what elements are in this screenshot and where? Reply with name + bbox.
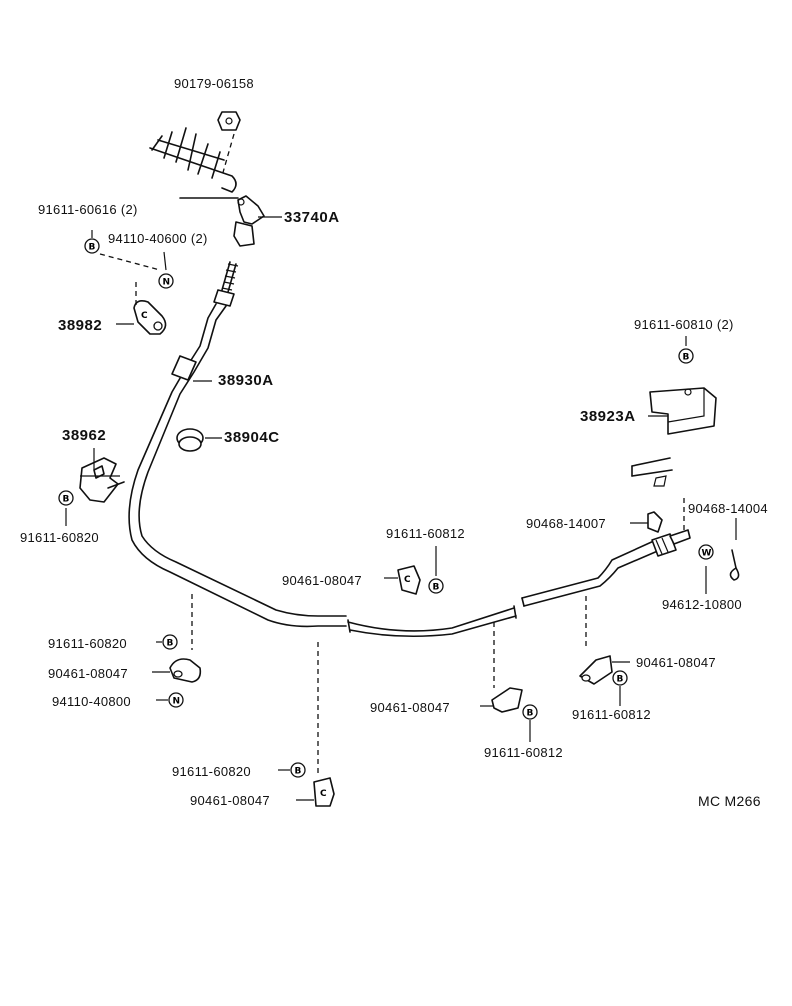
cable-thread: [213, 261, 239, 307]
label-38930A: 38930A: [218, 372, 274, 389]
svg-text:B: B: [527, 709, 534, 719]
main-cable-38930A: [128, 303, 691, 638]
grommet-38904C: [176, 428, 222, 452]
svg-text:B: B: [63, 495, 70, 505]
label-38923A: 38923A: [580, 408, 636, 425]
clamp-90461-e: C: [296, 777, 335, 807]
lever-bracket: [149, 127, 239, 199]
bracket-38923A: [648, 387, 717, 435]
nut-symbol-2: N: [168, 692, 184, 708]
clamp-90461-b: [152, 658, 202, 683]
cotter-pin-90468-14004: [683, 498, 740, 581]
svg-text:B: B: [89, 243, 96, 253]
label-94110-40600: 94110-40600 (2): [108, 231, 208, 246]
bolt-symbol-8: B: [290, 762, 306, 778]
bolt-symbol-5: B: [162, 634, 178, 650]
clamp-a-c-mark: C: [404, 575, 411, 585]
svg-text:B: B: [617, 675, 624, 685]
label-90461-08047-d: 90461-08047: [370, 700, 450, 715]
label-90461-08047-a: 90461-08047: [282, 573, 362, 588]
label-94612-10800: 94612-10800: [662, 597, 742, 612]
svg-text:B: B: [433, 583, 440, 593]
label-38904C: 38904C: [224, 429, 280, 446]
label-90461-08047-c: 90461-08047: [636, 655, 716, 670]
clamp-90461-a: C: [384, 565, 421, 595]
svg-text:W: W: [702, 549, 712, 559]
label-90461-08047-e: 90461-08047: [190, 793, 270, 808]
clamp-e-c-mark: C: [320, 789, 327, 799]
svg-text:N: N: [173, 697, 181, 707]
label-38962: 38962: [62, 427, 107, 444]
label-94110-40800: 94110-40800: [52, 694, 131, 709]
clamp-38982: C: [116, 300, 167, 335]
svg-text:B: B: [683, 353, 690, 363]
label-90468-14007: 90468-14007: [526, 516, 606, 531]
bolt-symbol-6: B: [612, 670, 628, 686]
svg-text:B: B: [295, 767, 302, 777]
label-91611-60810: 91611-60810 (2): [634, 317, 734, 332]
label-91611-60616: 91611-60616 (2): [38, 202, 138, 217]
label-91611-60812-b: 91611-60812: [572, 707, 651, 722]
label-91611-60820-b: 91611-60820: [48, 636, 127, 651]
clamp-38982-c-mark: C: [141, 311, 148, 321]
label-90461-08047-b: 90461-08047: [48, 666, 128, 681]
label-91611-60812-a: 91611-60812: [386, 526, 465, 541]
label-91611-60812-c: 91611-60812: [484, 745, 563, 760]
diagram-code: MC M266: [698, 793, 761, 809]
bolt-symbol-7: B: [522, 704, 538, 720]
label-91611-60820-c: 91611-60820: [172, 764, 251, 779]
svg-text:N: N: [163, 278, 171, 288]
label-91611-60820-a: 91611-60820: [20, 530, 99, 545]
bolt-symbol-2: B: [58, 490, 74, 506]
bolt-symbol-3: B: [678, 348, 694, 364]
label-90179-06158: 90179-06158: [174, 76, 254, 91]
label-33740A: 33740A: [284, 209, 340, 226]
nut-90179: [217, 111, 241, 177]
cable-end-33740A: [233, 195, 282, 247]
label-90468-14004: 90468-14004: [688, 501, 768, 516]
bracket-38962: [79, 448, 125, 503]
bolt-symbol-4: B: [428, 578, 444, 594]
clamp-90461-d: [579, 655, 630, 685]
cable-stub: [631, 457, 673, 487]
svg-text:B: B: [167, 639, 174, 649]
washer-symbol-1: W: [698, 544, 714, 560]
clip-90468-14007: [630, 511, 663, 533]
bolt-symbol-1: B: [84, 238, 100, 254]
nut-symbol-1: N: [158, 273, 174, 289]
label-38982: 38982: [58, 317, 103, 334]
clamp-90461-c: [480, 687, 523, 713]
